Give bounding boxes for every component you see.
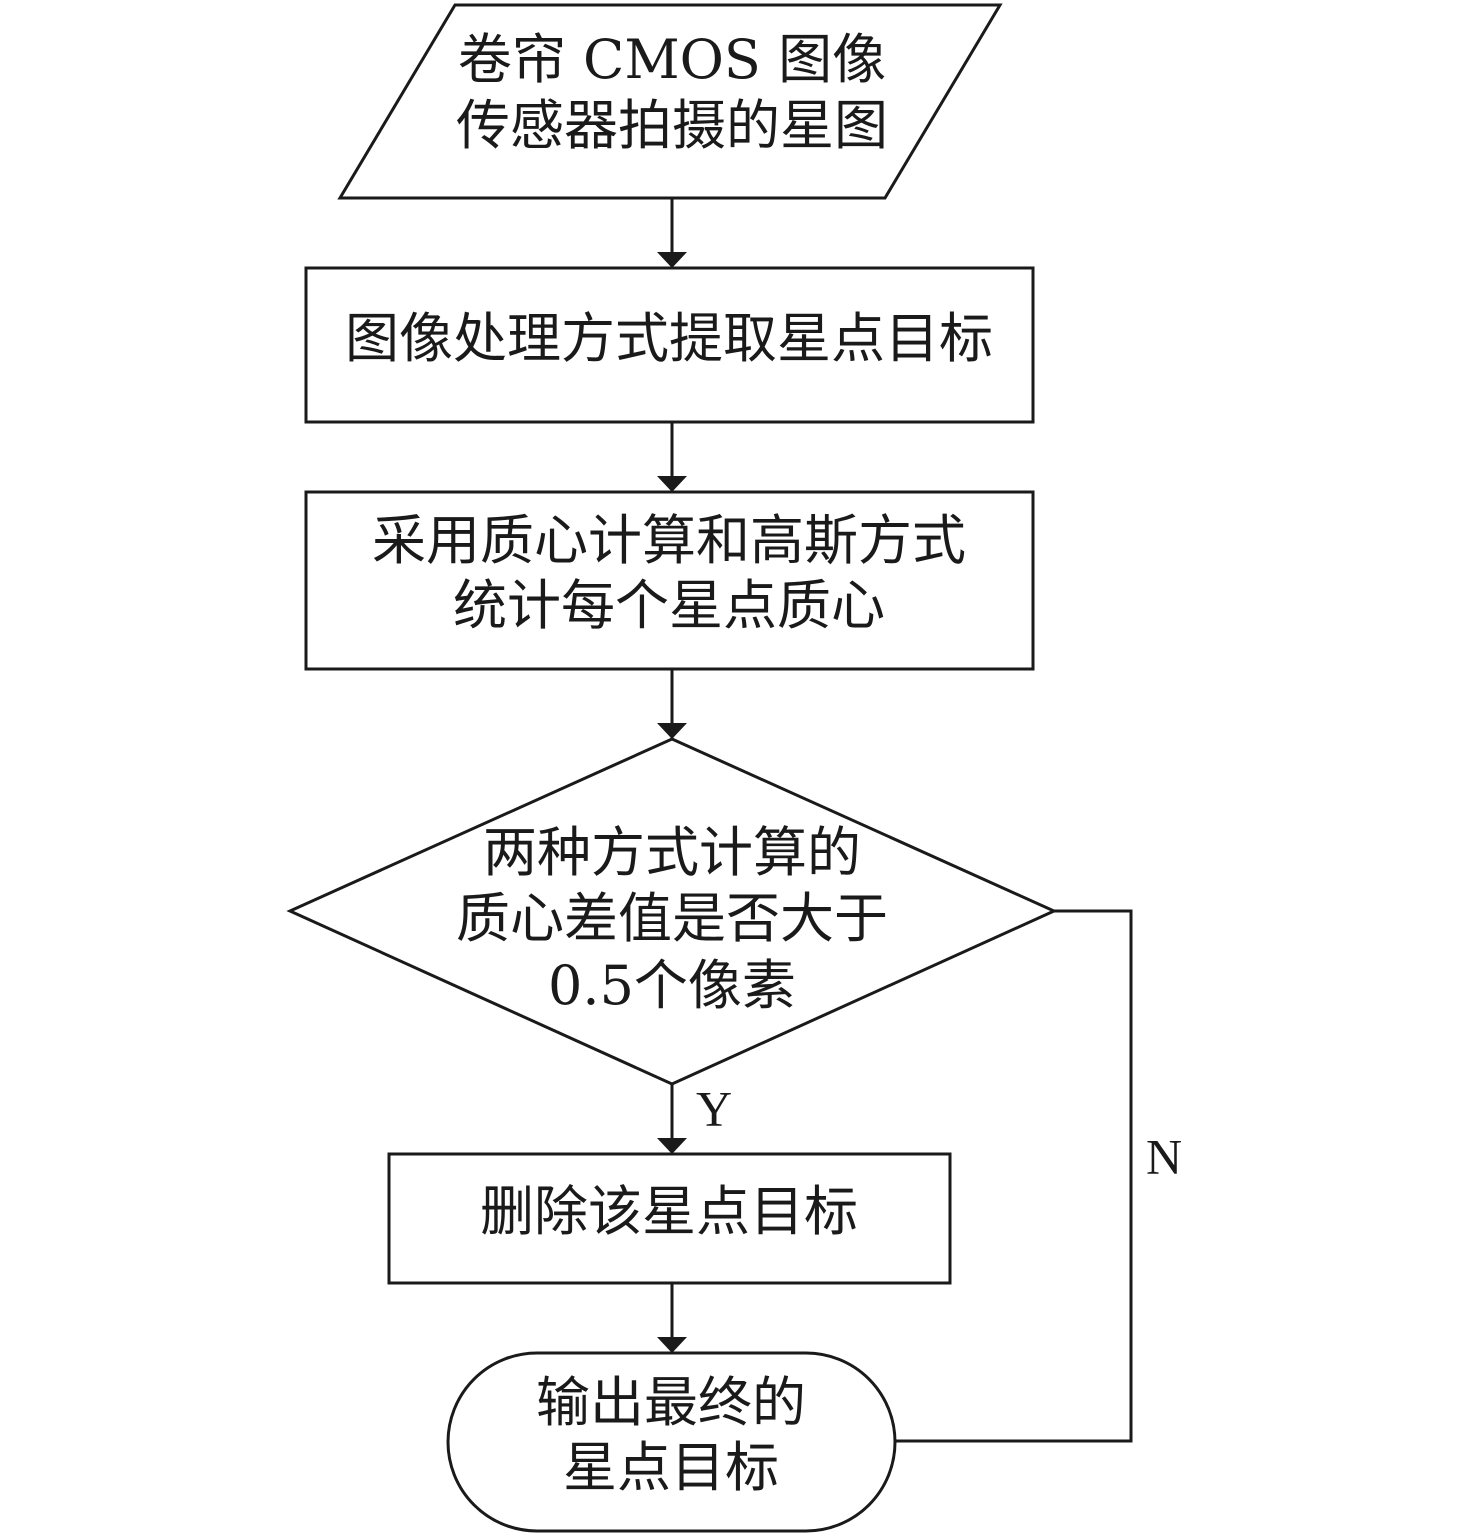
edge-decision-to-delete: Y <box>657 1080 732 1154</box>
node-extract: 图像处理方式提取星点目标 <box>304 266 1035 424</box>
node-text-line: 输出最终的 <box>536 1371 806 1434</box>
process-box <box>304 266 1035 424</box>
node-text-line: 0.5个像素 <box>548 954 796 1017</box>
parallelogram-shape <box>337 3 1003 200</box>
node-text-line: 星点目标 <box>563 1436 779 1499</box>
connector-line <box>895 909 1133 1443</box>
node-text-line: 采用质心计算和高斯方式 <box>372 509 966 572</box>
node-centroid: 采用质心计算和高斯方式 统计每个星点质心 <box>304 490 1035 671</box>
node-text-line: 卷帘 CMOS 图像 <box>458 28 886 91</box>
node-delete: 删除该星点目标 <box>387 1152 952 1285</box>
node-decision: 两种方式计算的 质心差值是否大于 0.5个像素 <box>286 737 1058 1086</box>
edge-label-yes: Y <box>696 1080 732 1136</box>
node-text-line: 图像处理方式提取星点目标 <box>345 307 993 370</box>
edge-decision-to-output: N <box>895 909 1182 1443</box>
node-text-line: 统计每个星点质心 <box>453 574 885 637</box>
node-output: 输出最终的 星点目标 <box>446 1351 897 1533</box>
node-text-line: 质心差值是否大于 <box>456 887 888 950</box>
node-text-line: 两种方式计算的 <box>483 821 861 884</box>
node-text-line: 传感器拍摄的星图 <box>456 94 888 157</box>
edge-label-no: N <box>1146 1128 1182 1184</box>
node-input: 卷帘 CMOS 图像 传感器拍摄的星图 <box>337 3 1003 200</box>
process-box <box>304 490 1035 671</box>
process-box <box>387 1152 952 1285</box>
node-text-line: 删除该星点目标 <box>480 1180 858 1243</box>
